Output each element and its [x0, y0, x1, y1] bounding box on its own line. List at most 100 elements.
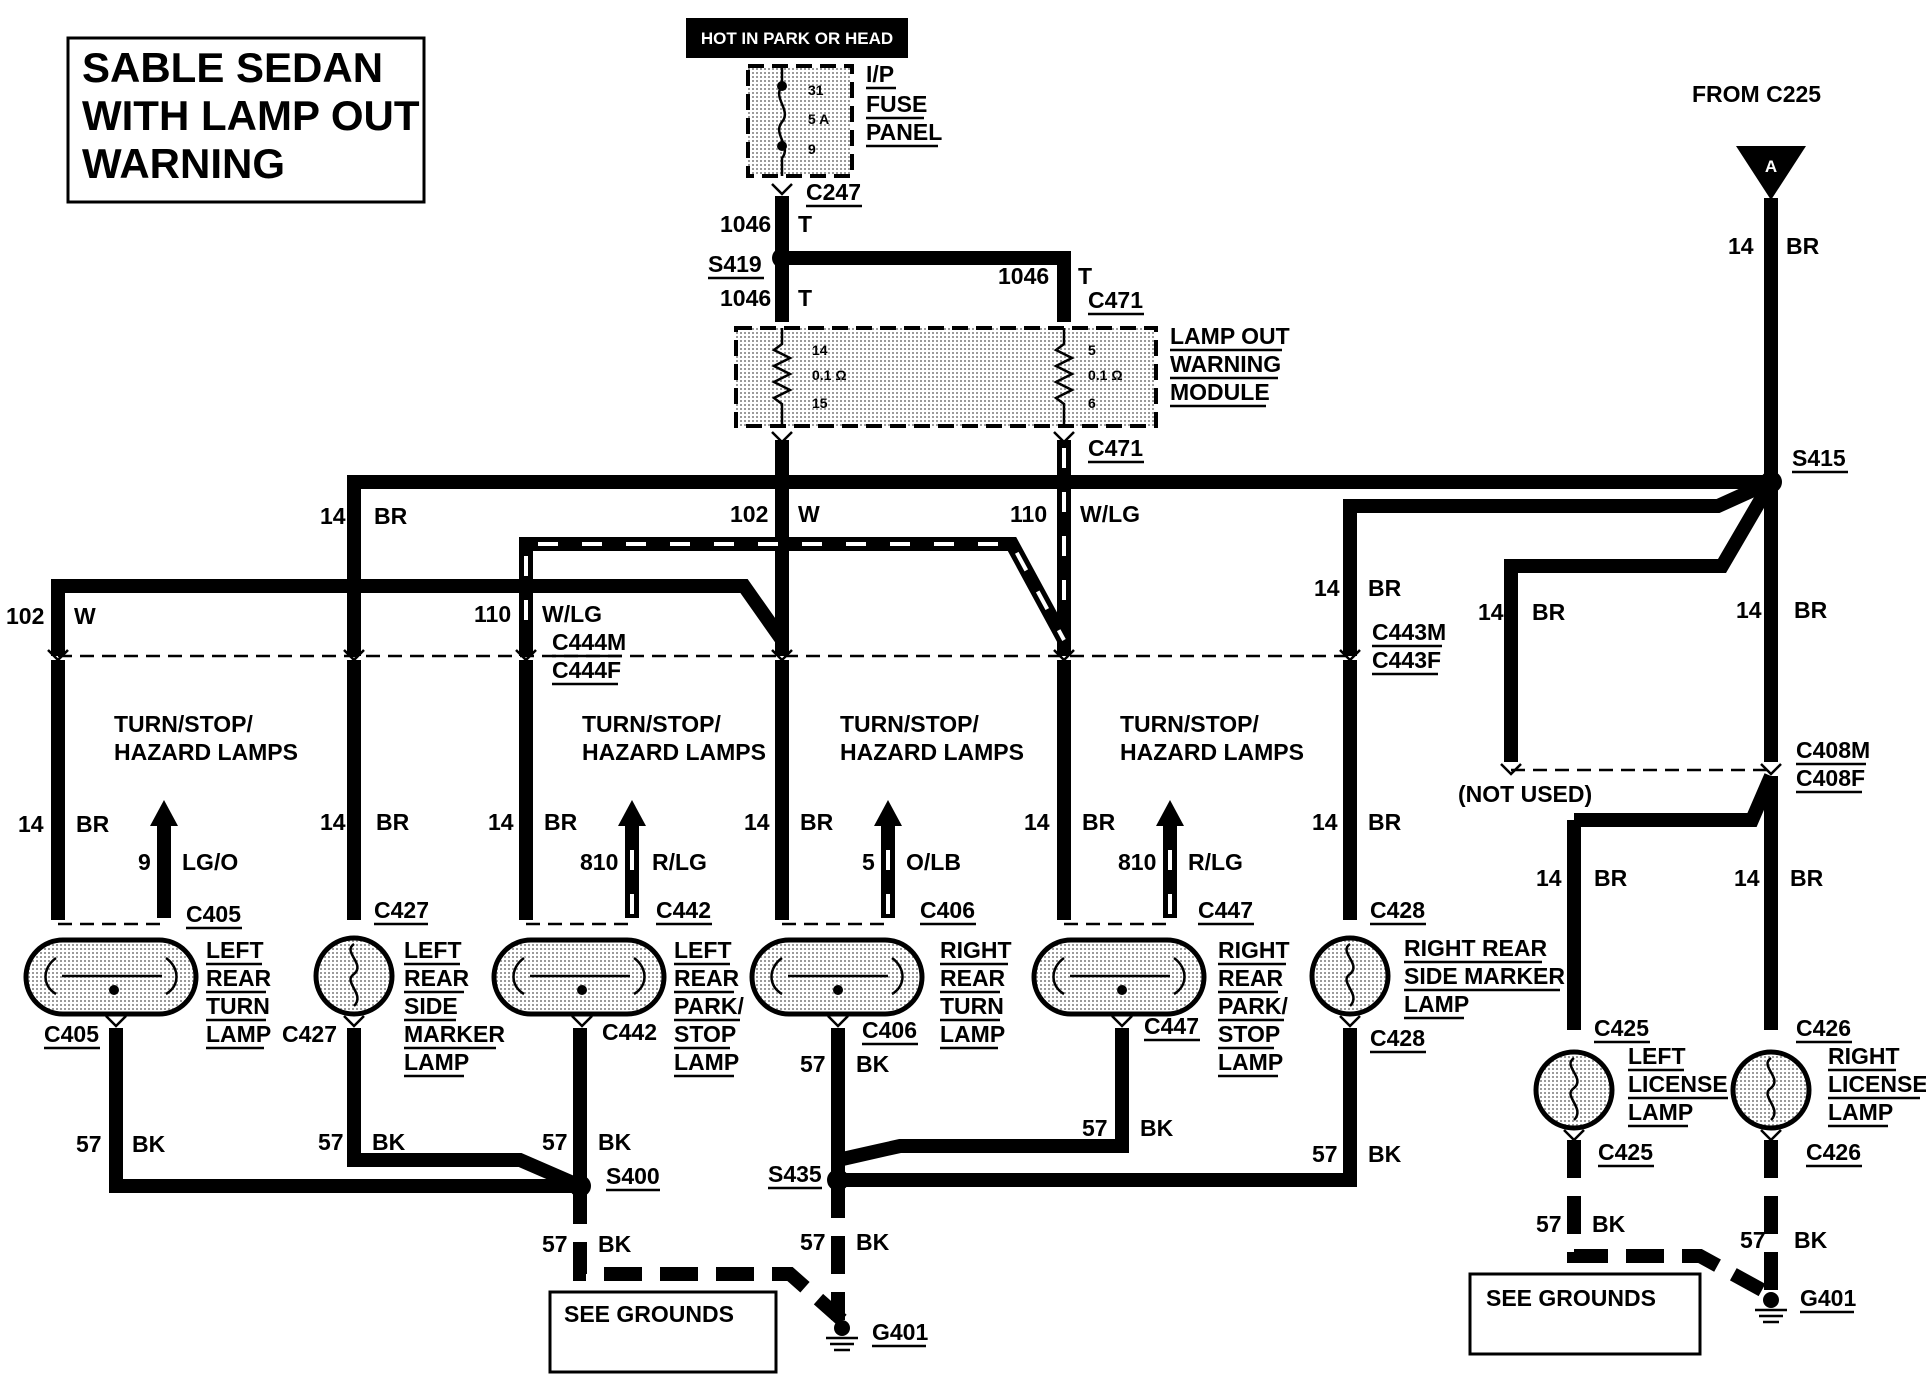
ground-g401-label-b: G401: [1800, 1285, 1856, 1311]
connector-c444f: C444F: [552, 657, 621, 683]
fuse-pin-bottom: 9: [808, 141, 816, 157]
module-right-resistance: 0.1 Ω: [1088, 367, 1123, 383]
connector-c247: C247: [806, 179, 861, 205]
wire-14-m: 14: [1734, 865, 1760, 891]
see-grounds-box-b: [1468, 1272, 1702, 1356]
svg-text:LEFT: LEFT: [1628, 1043, 1686, 1069]
svg-text:TURN: TURN: [940, 993, 1004, 1019]
svg-text:PARK/: PARK/: [674, 993, 744, 1019]
lamp-label-left-rear-turn: LEFT REAR TURN LAMP: [206, 937, 272, 1050]
connector-c408m: C408M: [1796, 737, 1870, 763]
wire-wlg-b: W/LG: [542, 601, 602, 627]
lamp-right-license: [1730, 1049, 1812, 1131]
wire-57-h: 57: [800, 1229, 826, 1255]
wire-810-b: 810: [1118, 849, 1156, 875]
wire-14-f: 14: [18, 811, 44, 837]
wire-57-a: 57: [76, 1131, 102, 1157]
lamp-c426-bottom: C426: [1806, 1139, 1861, 1165]
wire-bk-c: BK: [598, 1129, 632, 1155]
lamp-right-rear-side-marker: [1309, 935, 1391, 1017]
module-label-3: MODULE: [1170, 379, 1270, 405]
wire-14-e: 14: [1736, 597, 1762, 623]
lamp-label-right-rear-side-marker: RIGHT REAR SIDE MARKER LAMP: [1404, 935, 1565, 1020]
connector-c443m: C443M: [1372, 619, 1446, 645]
lamp-c406-bottom: C406: [862, 1017, 917, 1043]
wire-14-c: 14: [1314, 575, 1340, 601]
marker-a-label: A: [1765, 157, 1777, 176]
wire-57-j: 57: [1740, 1227, 1766, 1253]
svg-text:REAR: REAR: [940, 965, 1006, 991]
module-right-pin-top: 5: [1088, 342, 1096, 358]
wire-w-b: W: [74, 603, 96, 629]
wire-110-a: 110: [1010, 501, 1047, 527]
see-grounds-a: SEE GROUNDS: [564, 1301, 734, 1327]
wire-57-f: 57: [1082, 1115, 1108, 1141]
lamp-c425-top: C425: [1594, 1015, 1649, 1041]
wire-bk-d: BK: [598, 1231, 632, 1257]
wire-w-a: W: [798, 501, 820, 527]
wire-olb: O/LB: [906, 849, 961, 875]
svg-text:REAR: REAR: [1218, 965, 1284, 991]
svg-text:REAR: REAR: [674, 965, 740, 991]
wire-br-h: BR: [544, 809, 578, 835]
module-label-1: LAMP OUT: [1170, 323, 1290, 349]
wire-br-a: BR: [1786, 233, 1820, 259]
wire-br-i: BR: [800, 809, 834, 835]
hot-banner-text: HOT IN PARK OR HEAD: [701, 29, 893, 48]
wire-14-g: 14: [320, 809, 346, 835]
module-left-pin-bottom: 15: [812, 395, 828, 411]
svg-text:STOP: STOP: [674, 1021, 736, 1047]
group-label-d-1: TURN/STOP/: [1120, 711, 1259, 737]
wire-br-e: BR: [1794, 597, 1828, 623]
wire-br-b: BR: [374, 503, 408, 529]
lamp-c426-top: C426: [1796, 1015, 1851, 1041]
wire-bk-a: BK: [132, 1131, 166, 1157]
splice-s415: S415: [1792, 445, 1846, 471]
wire-14-b: 14: [320, 503, 346, 529]
connector-c443f: C443F: [1372, 647, 1441, 673]
connector-marker-a: [1736, 146, 1806, 200]
title-line-2: WITH LAMP OUT: [82, 92, 420, 139]
module-left-resistance: 0.1 Ω: [812, 367, 847, 383]
lamp-label-left-rear-park-stop: LEFT REAR PARK/ STOP LAMP: [674, 937, 744, 1078]
lamp-out-warning-module: 14 0.1 Ω 15 5 0.1 Ω 6 LAMP OUT WARNING M…: [734, 323, 1290, 428]
wire-lgo: LG/O: [182, 849, 238, 875]
wire-br-m: BR: [1790, 865, 1824, 891]
hot-banner: [686, 18, 908, 58]
ground-g401-a: [826, 1320, 858, 1352]
connector-c471-bottom: C471: [1088, 435, 1143, 461]
lamp-c427-top: C427: [374, 897, 429, 923]
wire-bk-f: BK: [1140, 1115, 1174, 1141]
fuse-panel-label-3: PANEL: [866, 119, 942, 145]
svg-text:LAMP: LAMP: [1404, 991, 1469, 1017]
svg-text:MARKER: MARKER: [404, 1021, 505, 1047]
wire-110-b: 110: [474, 601, 511, 627]
wire-57-g: 57: [1312, 1141, 1338, 1167]
lamp-label-right-rear-park-stop: RIGHT REAR PARK/ STOP LAMP: [1218, 937, 1290, 1078]
wire-14-d: 14: [1478, 599, 1504, 625]
wire-14-k: 14: [1312, 809, 1338, 835]
wire-57-c: 57: [542, 1129, 568, 1155]
lamp-left-rear-turn: [23, 937, 199, 1017]
fuse-panel-label-1: I/P: [866, 61, 894, 87]
svg-text:RIGHT: RIGHT: [1218, 937, 1290, 963]
wire-wlg-a: W/LG: [1080, 501, 1140, 527]
wire-br-j: BR: [1082, 809, 1116, 835]
splice-s400: S400: [606, 1163, 660, 1189]
svg-text:LAMP: LAMP: [1628, 1099, 1693, 1125]
lamp-c406-top: C406: [920, 897, 975, 923]
wire-1046-a: 1046: [720, 211, 771, 237]
lamp-c428-bottom: C428: [1370, 1025, 1425, 1051]
svg-text:LICENSE: LICENSE: [1628, 1071, 1728, 1097]
lamp-c405-bottom: C405: [44, 1021, 99, 1047]
wire-br-k: BR: [1368, 809, 1402, 835]
wire-bk-g: BK: [1368, 1141, 1402, 1167]
group-label-a-1: TURN/STOP/: [114, 711, 253, 737]
module-left-pin-top: 14: [812, 342, 828, 358]
wire-9: 9: [138, 849, 151, 875]
svg-text:RIGHT: RIGHT: [940, 937, 1012, 963]
svg-text:REAR: REAR: [404, 965, 470, 991]
lamp-left-license: [1533, 1049, 1615, 1131]
from-c225: FROM C225: [1692, 81, 1821, 107]
